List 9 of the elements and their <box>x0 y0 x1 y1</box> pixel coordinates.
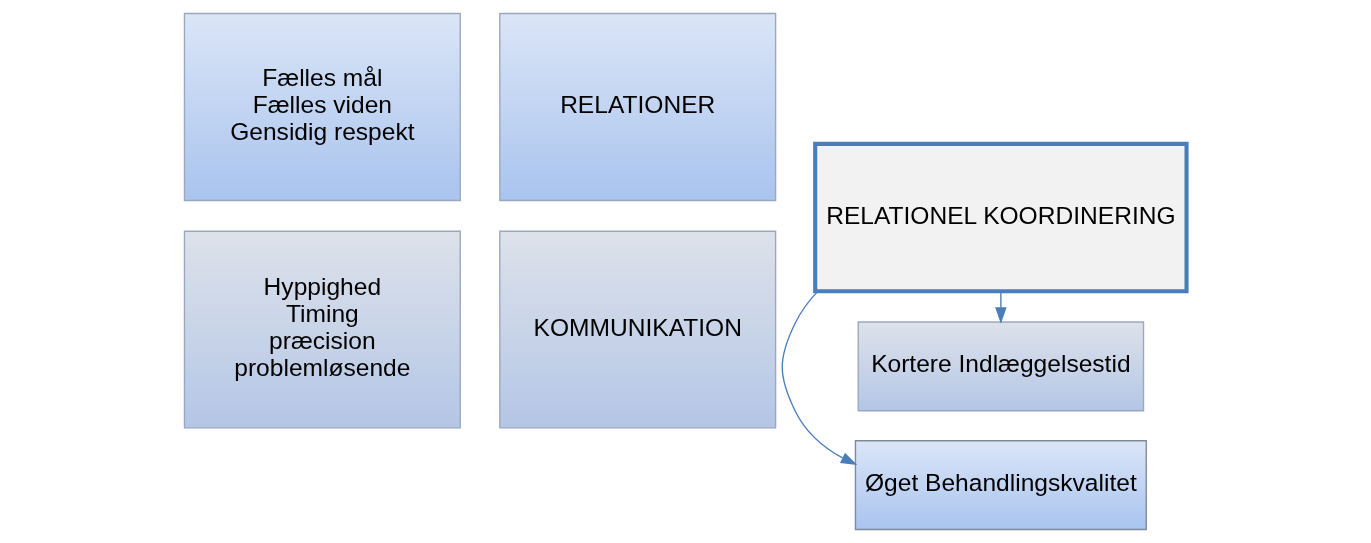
arrow <box>781 290 858 466</box>
node-box: Hyppighed Timing præcision problemløsende <box>183 230 461 429</box>
node-box: Øget Behandlingskvalitet <box>854 440 1147 531</box>
node-box: Kortere Indlæggelsestid <box>857 321 1145 412</box>
arrow <box>995 290 1007 324</box>
node-box: RELATIONER <box>499 12 777 202</box>
node-box: RELATIONEL KOORDINERING <box>813 141 1189 294</box>
node-box: KOMMUNIKATION <box>499 230 777 429</box>
node-box: Fælles mål Fælles viden Gensidig respekt <box>183 12 461 202</box>
